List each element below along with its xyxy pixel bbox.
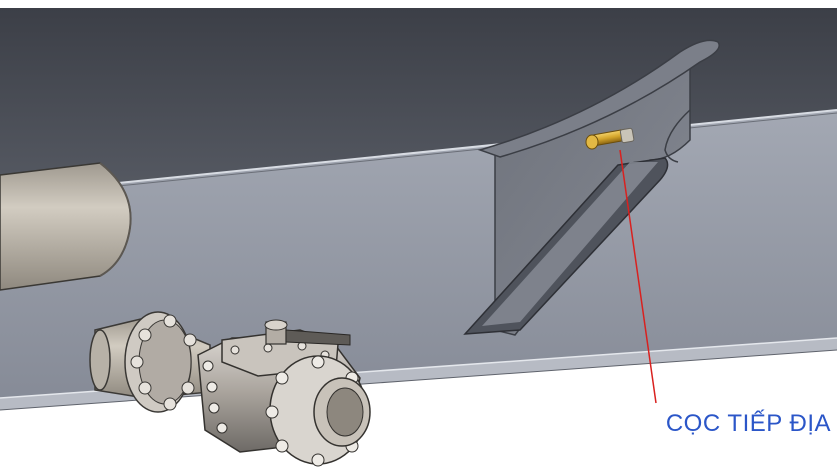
callout-leader-line: [619, 149, 657, 404]
support-bracket: [463, 39, 720, 336]
callout-label-grounding-rod: CỌC TIẾP ĐỊA: [665, 410, 831, 437]
side-nozzle-pipe: [0, 162, 132, 291]
grounding-bolt-icon: [585, 127, 635, 150]
ball-valve-icon: [89, 311, 371, 467]
tank-top: [0, 8, 837, 195]
